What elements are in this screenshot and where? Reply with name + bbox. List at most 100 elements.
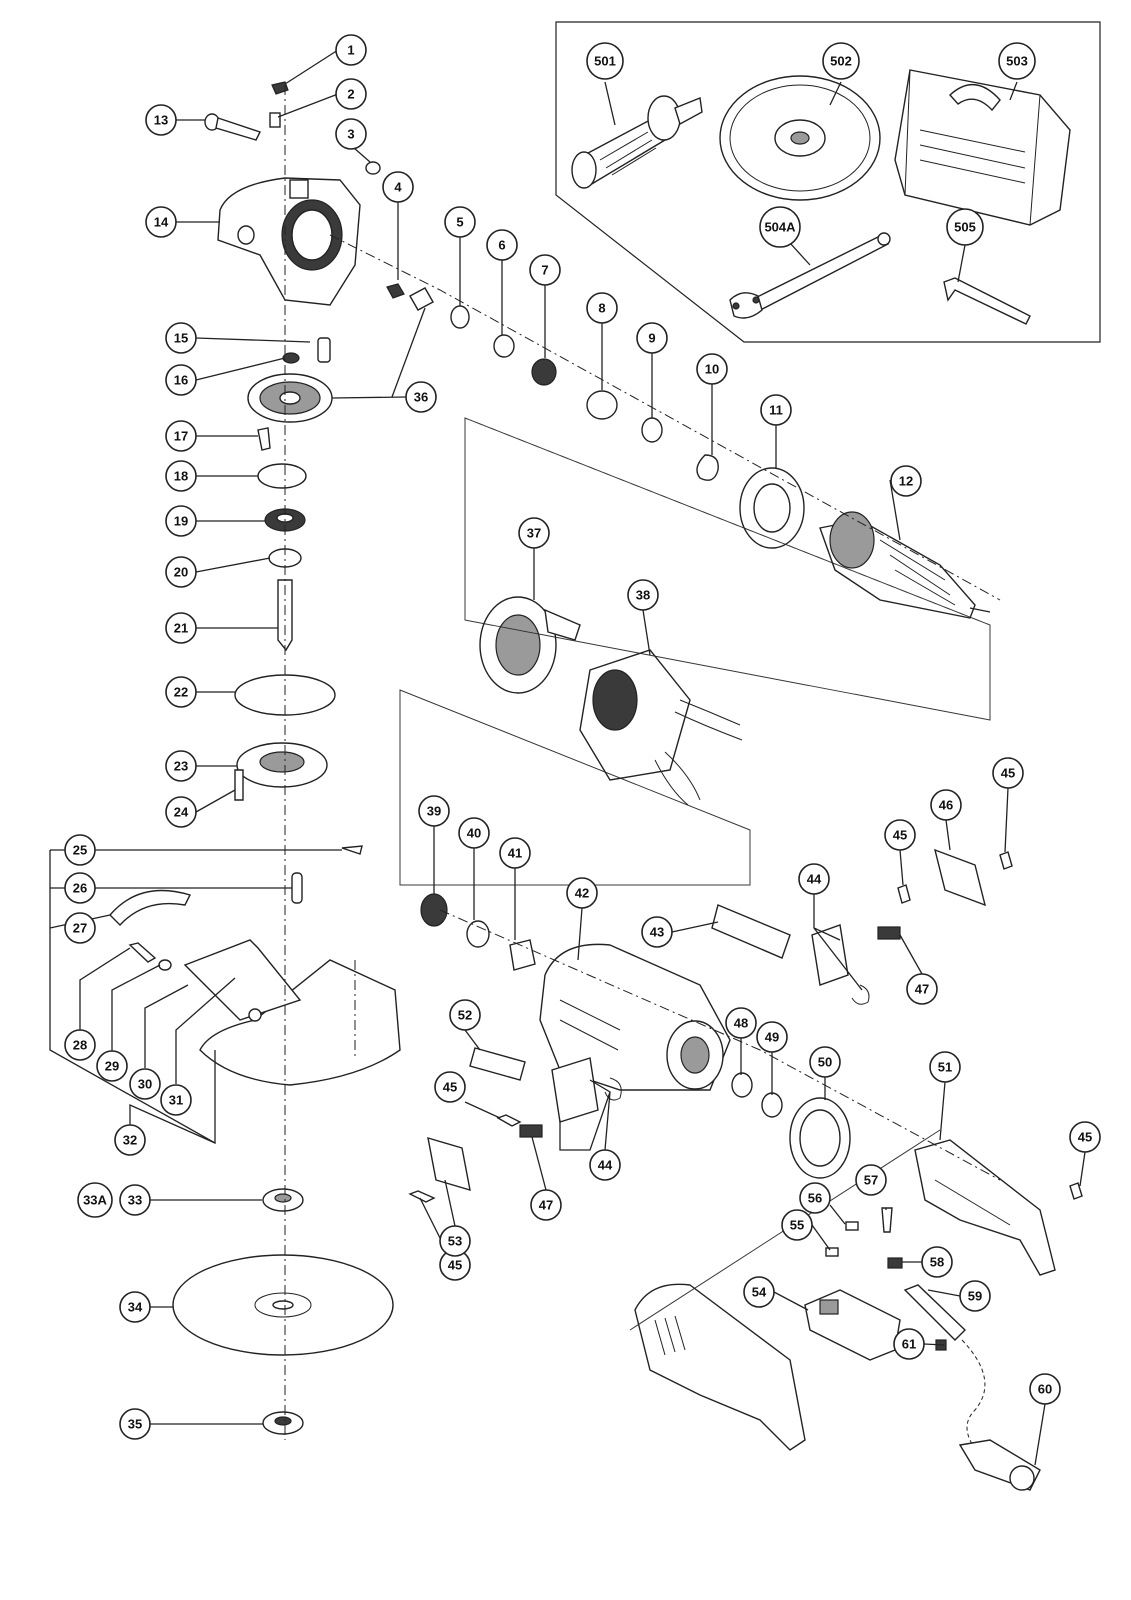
wrench-drawing — [729, 232, 891, 319]
svg-text:49: 49 — [765, 1030, 779, 1045]
svg-text:7: 7 — [541, 263, 548, 278]
svg-text:45: 45 — [1078, 1130, 1092, 1145]
callout-28: 28 — [64, 1029, 96, 1061]
svg-text:55: 55 — [790, 1218, 804, 1233]
part-47-lower-drawing — [519, 1124, 543, 1138]
leader-lines — [49, 49, 1086, 1466]
svg-text:25: 25 — [73, 843, 87, 858]
part-27-drawing — [109, 889, 191, 927]
svg-text:10: 10 — [705, 362, 719, 377]
svg-text:39: 39 — [427, 804, 441, 819]
callout-10: 10 — [696, 353, 728, 385]
callout-44-upper: 44 — [798, 863, 830, 895]
callout-502: 502 — [822, 42, 860, 80]
svg-text:22: 22 — [174, 685, 188, 700]
callout-23: 23 — [165, 750, 197, 782]
callout-52: 52 — [449, 999, 481, 1031]
svg-text:47: 47 — [915, 982, 929, 997]
motor-housing-drawing — [539, 943, 731, 1091]
part-25-drawing — [341, 845, 363, 855]
part-17-drawing — [257, 427, 271, 451]
callout-21: 21 — [165, 612, 197, 644]
svg-text:45: 45 — [1001, 766, 1015, 781]
svg-text:45: 45 — [448, 1258, 462, 1273]
screw-45-c-drawing — [496, 1114, 522, 1127]
svg-text:2: 2 — [347, 87, 354, 102]
part-55-drawing — [825, 1247, 839, 1257]
callout-35: 35 — [119, 1408, 151, 1440]
svg-text:28: 28 — [73, 1038, 87, 1053]
svg-text:34: 34 — [128, 1300, 143, 1315]
callout-32: 32 — [114, 1124, 146, 1156]
callout-24: 24 — [165, 796, 197, 828]
svg-text:503: 503 — [1006, 54, 1028, 69]
handle-left-drawing — [634, 1283, 806, 1451]
callout-20: 20 — [165, 556, 197, 588]
part-2-drawing — [269, 112, 281, 128]
callout-40: 40 — [458, 817, 490, 849]
stator-drawing — [579, 649, 743, 806]
callout-34: 34 — [119, 1291, 151, 1323]
svg-text:11: 11 — [769, 403, 783, 418]
callout-44-lower: 44 — [589, 1149, 621, 1181]
part-52-drawing — [469, 1047, 526, 1081]
callout-27: 27 — [64, 912, 96, 944]
callout-33: 33 — [119, 1184, 151, 1216]
parts-artwork — [109, 69, 1083, 1491]
callout-22: 22 — [165, 676, 197, 708]
svg-text:1: 1 — [347, 43, 354, 58]
part-53-drawing — [427, 1137, 471, 1191]
svg-text:56: 56 — [808, 1191, 822, 1206]
callout-46: 46 — [930, 789, 962, 821]
callout-9: 9 — [636, 322, 668, 354]
svg-text:26: 26 — [73, 881, 87, 896]
callout-39: 39 — [418, 795, 450, 827]
callout-47-upper: 47 — [906, 973, 938, 1005]
callout-8: 8 — [586, 292, 618, 324]
svg-text:50: 50 — [818, 1055, 832, 1070]
part-47-upper-drawing — [877, 926, 901, 940]
svg-text:58: 58 — [930, 1255, 944, 1270]
part-5-drawing — [450, 305, 470, 329]
part-43-drawing — [711, 904, 791, 959]
callout-38: 38 — [627, 579, 659, 611]
svg-text:33A: 33A — [83, 1193, 107, 1208]
callout-30: 30 — [129, 1068, 161, 1100]
callout-16: 16 — [165, 364, 197, 396]
part-23-drawing — [236, 742, 328, 788]
svg-text:27: 27 — [73, 921, 87, 936]
part-15-drawing — [317, 337, 331, 363]
pinion-drawing — [409, 287, 434, 311]
callout-26: 26 — [64, 872, 96, 904]
part-8-drawing — [586, 390, 618, 420]
svg-text:38: 38 — [636, 588, 650, 603]
svg-text:33: 33 — [128, 1193, 142, 1208]
callout-1: 1 — [335, 34, 367, 66]
svg-text:18: 18 — [174, 469, 188, 484]
screw-45-e-drawing — [1069, 1182, 1083, 1200]
part-57-drawing — [881, 1207, 893, 1233]
part-10-drawing — [696, 454, 719, 481]
svg-text:502: 502 — [830, 54, 852, 69]
svg-text:12: 12 — [899, 474, 913, 489]
svg-text:42: 42 — [575, 886, 589, 901]
callout-505: 505 — [946, 208, 984, 246]
svg-text:52: 52 — [458, 1008, 472, 1023]
part-26-drawing — [291, 872, 303, 904]
callout-57: 57 — [855, 1164, 887, 1196]
grinding-wheel-drawing — [172, 1254, 394, 1356]
screw-45-b-drawing — [999, 851, 1013, 870]
part-56-drawing — [845, 1221, 859, 1231]
part-3-drawing — [365, 161, 381, 175]
part-7-drawing — [531, 358, 557, 386]
bevel-gear-drawing — [247, 373, 333, 423]
svg-text:21: 21 — [174, 621, 188, 636]
svg-text:6: 6 — [498, 238, 505, 253]
callout-41: 41 — [499, 837, 531, 869]
callout-56: 56 — [799, 1182, 831, 1214]
hex-key-drawing — [943, 277, 1031, 325]
callout-14: 14 — [145, 206, 177, 238]
part-9-drawing — [641, 417, 663, 443]
callout-45-e: 45 — [1069, 1121, 1101, 1153]
part-58-drawing — [887, 1257, 903, 1269]
